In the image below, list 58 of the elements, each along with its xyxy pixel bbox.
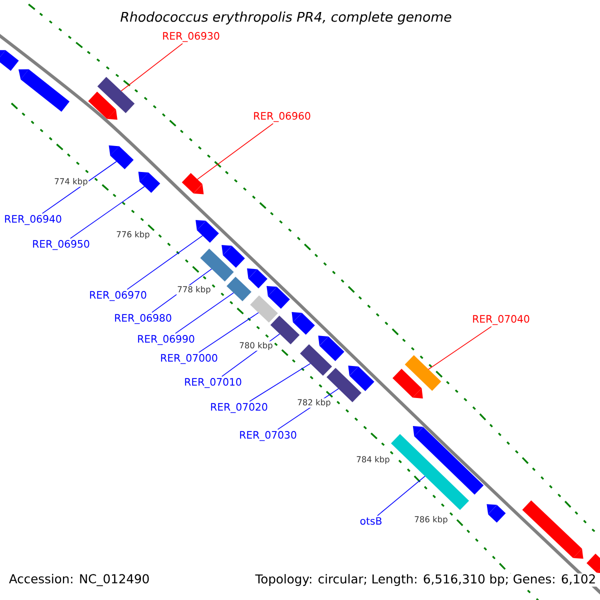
gene-label: RER_07020 [211,403,268,413]
leader-line [120,43,183,92]
gene-feature [348,366,374,392]
gene-feature [0,50,19,71]
leader-line [428,326,492,370]
leader-line [377,476,426,516]
leader-line [249,363,311,402]
gene-label: RER_07000 [161,354,218,364]
tick-label: 776 kbp [115,230,151,240]
gene-label: RER_06960 [254,112,310,122]
gene-feature [586,554,600,574]
tick-label: 778 kbp [176,285,212,295]
gene-feature [250,295,278,323]
gene-feature [222,245,245,268]
leader-line [197,123,274,180]
gene-feature [18,69,70,112]
gene-feature [196,220,219,243]
leader-line [126,235,203,290]
genome-info-label: Topology: circular; Length: 6,516,310 bp; Genes: 6,102 [254,573,597,587]
gene-feature [266,286,290,309]
gene-label: RER_07040 [473,315,530,325]
gene-feature [318,336,344,362]
leader-line [198,312,259,353]
gene-feature [300,344,332,376]
gene-feature [292,312,315,335]
title: Rhodococcus erythropolis PR4, complete genome [120,12,452,24]
gene-label: RER_06970 [90,291,146,301]
tick-label: 780 kbp [238,341,274,351]
gene-feature [404,355,442,391]
tick-label: 774 kbp [53,177,89,187]
gene-label: otsB [360,517,382,525]
gene-feature [200,248,234,282]
tick-label: 784 kbp [355,455,391,465]
gene-feature [226,276,252,302]
gene-label: RER_06950 [33,240,90,250]
gene-feature [97,76,135,114]
leader-line [70,186,145,239]
leader-line [174,292,234,334]
gene-feature [412,426,484,495]
gene-feature [522,500,584,559]
gene-feature [486,504,506,523]
accession-label: Accession: NC_012490 [8,573,150,587]
gene-feature [247,268,268,288]
gene-feature [88,92,118,120]
leader-line [42,161,117,214]
gene-label: RER_07030 [240,431,296,441]
gene-label: RER_07010 [185,378,242,388]
gene-label: RER_06930 [163,32,220,42]
gene-feature [390,434,470,510]
tick-label: 786 kbp [413,515,449,525]
gene-label: RER_06980 [115,314,172,324]
gene-feature [138,172,160,193]
gene-label: RER_06990 [138,335,194,345]
gene-feature [392,368,423,398]
gene-label: RER_06940 [5,215,62,225]
gene-feature [182,172,204,194]
tick-label: 782 kbp [296,398,332,408]
gene-feature [108,145,134,170]
